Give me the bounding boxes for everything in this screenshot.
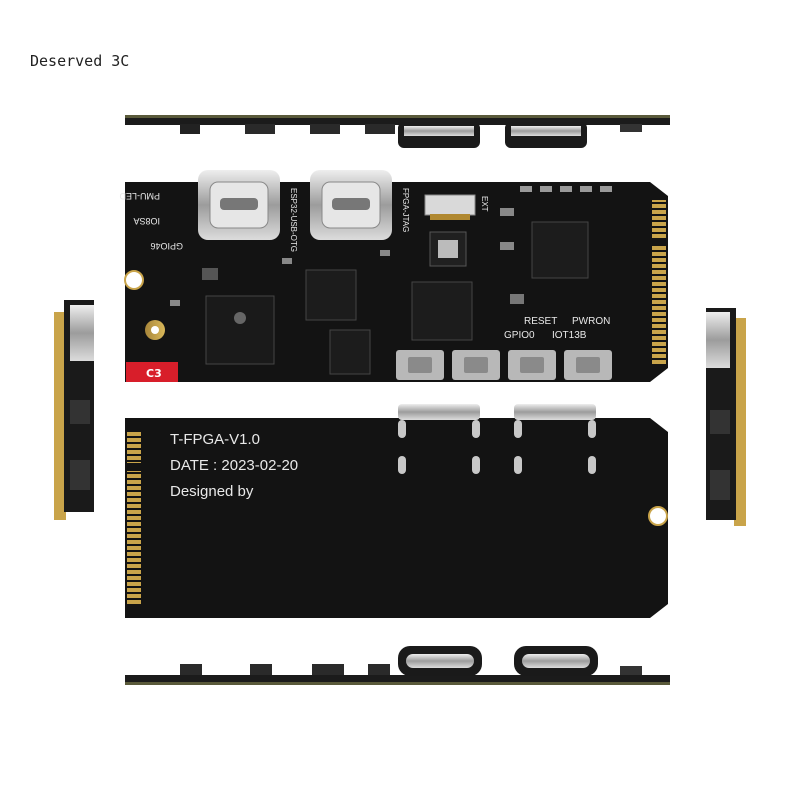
board-top-side: PMU-LED IO8SA GPIO46 ESP32-USB-OTG FPGA-… xyxy=(119,170,668,382)
silk-reset: RESET xyxy=(524,316,557,327)
silk-ext: EXT xyxy=(480,196,489,212)
silk-io8sa: IO8SA xyxy=(133,216,160,226)
watermark-text: Deserved 3C xyxy=(30,52,130,70)
button-gpio0-area xyxy=(396,350,444,380)
board-back-side: T-FPGA-V1.0 DATE : 2023-02-20 Designed b… xyxy=(125,404,668,618)
silk-iot13b: IOT13B xyxy=(552,330,587,341)
back-label-model: T-FPGA-V1.0 xyxy=(170,431,260,448)
silk-pwron: PWRON xyxy=(572,316,610,327)
silk-gpio0: GPIO0 xyxy=(504,330,535,341)
back-label-date: DATE : 2023-02-20 xyxy=(170,457,298,474)
board-edge-top-view xyxy=(125,115,670,148)
usb-c-port-1 xyxy=(198,170,280,240)
red-badge xyxy=(126,362,178,382)
board-edge-right-view xyxy=(706,308,746,526)
silk-esp32-usb-otg: ESP32-USB-OTG xyxy=(289,188,298,252)
silk-pmu-led: PMU-LED xyxy=(119,191,160,201)
back-label-designed-by: Designed by xyxy=(170,483,254,500)
badge-label: C3 xyxy=(146,367,162,380)
board-edge-bottom-view xyxy=(125,646,670,685)
board-edge-left-view xyxy=(54,300,94,520)
usb-c-port-2 xyxy=(310,170,392,240)
silk-gpio46: GPIO46 xyxy=(150,241,183,251)
silk-fpga-jtag: FPGA-JTAG xyxy=(401,188,410,232)
